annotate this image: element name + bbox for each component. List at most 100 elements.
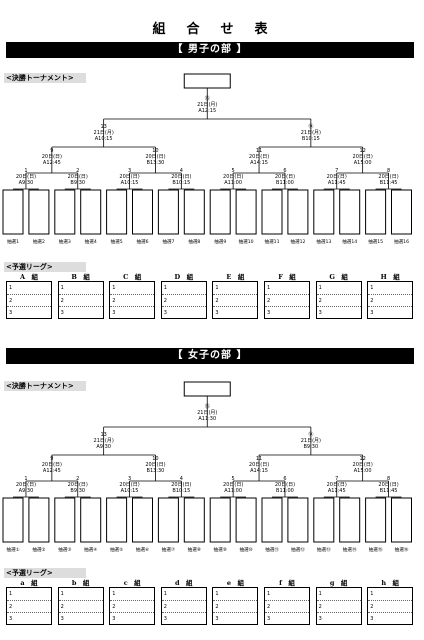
league-row: 1 xyxy=(370,591,374,597)
first-match-number: 7 xyxy=(335,168,338,174)
league-group-label: h 組 xyxy=(381,579,400,587)
league-group-label: G 組 xyxy=(329,273,348,281)
league-row: 3 xyxy=(161,306,206,318)
quarter-match-date: 20日(日) xyxy=(249,462,269,468)
draw-slot-box xyxy=(261,189,283,235)
league-row: 2 xyxy=(316,600,361,612)
quarter-match-date: 20日(日) xyxy=(145,462,165,468)
first-match-number: 3 xyxy=(128,476,131,482)
final-match-date: 21日(月) xyxy=(197,410,217,416)
league-row: 3 xyxy=(316,612,361,624)
draw-slot-box xyxy=(209,497,231,543)
league-heading-men: <予選リーグ> xyxy=(4,262,86,272)
league-row: 3 xyxy=(316,306,361,318)
league-row: 3 xyxy=(161,612,206,624)
semi-match-time: B10:15 xyxy=(302,136,320,142)
champion-box xyxy=(183,381,231,397)
draw-slot-label: 抽選⑥ xyxy=(136,546,149,553)
first-match-time: A10:15 xyxy=(121,488,139,494)
draw-slot-label: 抽選6 xyxy=(136,238,148,245)
draw-slot-label: 抽選2 xyxy=(33,238,45,245)
draw-slot-box xyxy=(106,497,128,543)
first-match-time: A11:45 xyxy=(328,488,346,494)
league-row: 3 xyxy=(265,612,309,624)
bracket-svg: ⑮21日(月)A11:301321日(月)A9:30⑭21日(月)B9:3092… xyxy=(2,381,412,553)
quarter-match-time: B13:30 xyxy=(147,468,165,474)
semi-match-date: 21日(月) xyxy=(94,130,114,136)
quarter-match-time: A15:00 xyxy=(354,160,372,166)
draw-slot-box xyxy=(391,189,412,235)
first-match-number: 3 xyxy=(128,168,131,174)
draw-slot-box xyxy=(287,189,309,235)
draw-slot-label: 抽選⑮ xyxy=(369,546,383,553)
quarter-match-date: 20日(日) xyxy=(42,154,62,160)
quarter-match-number: 11 xyxy=(256,148,262,154)
tournament-heading-women: <決勝トーナメント> xyxy=(4,381,86,391)
league-row: 1 xyxy=(267,285,271,291)
draw-slot-box xyxy=(28,497,50,543)
draw-slot-label: 抽選15 xyxy=(368,238,383,245)
first-match-number: 1 xyxy=(24,476,27,482)
league-row: 1 xyxy=(112,591,116,597)
first-match-time: A9:30 xyxy=(19,180,34,186)
draw-slot-box xyxy=(2,189,24,235)
semi-match-date: 21日(月) xyxy=(301,438,321,444)
semi-match-number: ⑭ xyxy=(308,431,313,438)
draw-slot-box xyxy=(54,189,76,235)
first-match-date: 20日(日) xyxy=(223,174,243,180)
first-match-time: B9:30 xyxy=(70,180,85,186)
draw-slot-label: 抽選8 xyxy=(188,238,200,245)
first-match-time: B11:45 xyxy=(380,180,398,186)
league-group-label: C 組 xyxy=(123,273,142,281)
league-heading-women: <予選リーグ> xyxy=(4,568,86,578)
first-match-date: 20日(日) xyxy=(119,174,139,180)
draw-slot-label: 抽選① xyxy=(6,546,19,553)
draw-slot-label: 抽選12 xyxy=(290,238,305,245)
draw-slot-label: 抽選13 xyxy=(316,238,331,245)
quarter-match-date: 20日(日) xyxy=(145,154,165,160)
first-match-date: 20日(日) xyxy=(223,482,243,488)
quarter-match-time: A12:45 xyxy=(43,160,61,166)
league-row: 1 xyxy=(215,285,219,291)
league-row: 3 xyxy=(265,306,309,318)
first-match-date: 20日(日) xyxy=(16,174,36,180)
first-match-date: 20日(日) xyxy=(378,482,398,488)
quarter-match-number: 9 xyxy=(50,456,53,462)
draw-slot-box xyxy=(235,497,257,543)
semi-match-time: A10:15 xyxy=(95,136,113,142)
quarter-match-time: A14:15 xyxy=(250,468,268,474)
league-row: 2 xyxy=(213,294,258,306)
first-match-number: 8 xyxy=(387,476,390,482)
first-match-time: B10:15 xyxy=(172,180,190,186)
first-match-time: B9:30 xyxy=(70,488,85,494)
league-group-label: F 組 xyxy=(278,273,296,281)
draw-slot-label: 抽選⑤ xyxy=(110,546,123,553)
first-match-number: 4 xyxy=(180,168,183,174)
draw-slot-label: 抽選⑩ xyxy=(239,546,252,553)
tournament-heading-men: <決勝トーナメント> xyxy=(4,73,86,83)
league-row: 2 xyxy=(58,294,103,306)
draw-slot-label: 抽選3 xyxy=(59,238,71,245)
first-match-date: 20日(日) xyxy=(119,482,139,488)
league-group-label: f 組 xyxy=(279,579,295,587)
quarter-match-date: 20日(日) xyxy=(249,154,269,160)
first-match-date: 20日(日) xyxy=(16,482,36,488)
league-row: 1 xyxy=(318,285,322,291)
first-match-number: 5 xyxy=(232,168,235,174)
